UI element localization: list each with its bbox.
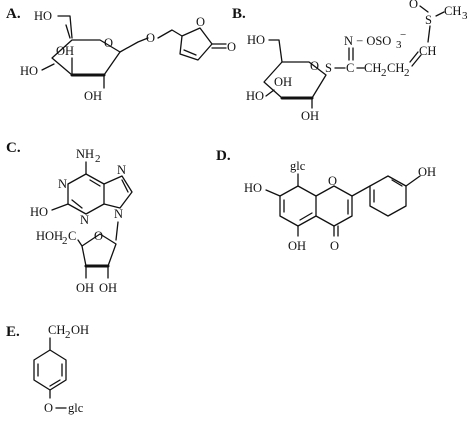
d-ho-bond xyxy=(265,189,281,197)
b-so-bond xyxy=(419,5,429,13)
d-ring-a-double xyxy=(283,199,313,221)
a-lactone-ring xyxy=(179,27,213,61)
e-benzene-double xyxy=(37,363,63,387)
b-ho-bond xyxy=(265,89,275,97)
c-n3: N xyxy=(80,213,89,227)
b-chain-ch2: CH xyxy=(387,61,404,75)
c-hoh2c-sub: 2 xyxy=(62,235,68,247)
a-lactone-double xyxy=(183,49,197,56)
structure-d: D. glc HO O O OH OH xyxy=(216,148,436,253)
d-ring-o: O xyxy=(328,174,337,188)
c-n9: N xyxy=(114,207,123,221)
b-s-top: S xyxy=(425,13,432,27)
b-oh-bottom: OH xyxy=(301,109,319,123)
structure-a: A. HO O OH HO OH O O O xyxy=(6,6,236,103)
c-hoh2c: HOH xyxy=(36,229,63,243)
b-chain-ch: CH xyxy=(364,61,381,75)
d-ring-a xyxy=(279,185,317,227)
d-carbonyl-bond xyxy=(333,225,339,237)
d-oh-right: OH xyxy=(418,165,436,179)
c-oh2: OH xyxy=(99,281,117,295)
b-c: C xyxy=(346,61,354,75)
b-ho-top: HO xyxy=(247,33,265,47)
b-so3-sub: 3 xyxy=(396,39,402,51)
e-benzene xyxy=(33,349,67,391)
b-oh-mid: OH xyxy=(274,75,292,89)
e-ch2oh: CH xyxy=(48,323,65,337)
c-sugar-link xyxy=(115,221,119,241)
d-oh-bottom: OH xyxy=(288,239,306,253)
label-a: A. xyxy=(6,6,21,22)
structure-b: B. HO O HO OH OH S C N − OSO 3 − CH 2 CH… xyxy=(232,0,468,123)
c-imidazole xyxy=(103,175,133,209)
d-ring-c xyxy=(315,185,353,227)
a-glyco-bond xyxy=(119,37,149,53)
structure-e: E. CH 2 OH O glc xyxy=(6,323,89,415)
b-ch3-sub: 3 xyxy=(462,10,468,22)
b-imine: N − OSO xyxy=(344,34,391,48)
d-oh-right-bond xyxy=(405,175,421,187)
a-ho-left: HO xyxy=(20,64,38,78)
label-c: C. xyxy=(6,140,21,156)
c-nh2-sub: 2 xyxy=(95,153,101,165)
e-o: O xyxy=(44,401,53,415)
b-ho-left: HO xyxy=(246,89,264,103)
c-ho: HO xyxy=(30,205,48,219)
e-ch2oh-sub: 2 xyxy=(65,329,71,341)
c-sugar-o: O xyxy=(94,229,103,243)
b-alkene-bond xyxy=(409,51,422,67)
c-oh1: OH xyxy=(76,281,94,295)
b-so3-sup: − xyxy=(400,29,406,41)
d-ring-b xyxy=(369,175,407,217)
b-ch3-bond xyxy=(435,11,445,17)
a-carbonyl-o: O xyxy=(227,40,236,54)
d-glc: glc xyxy=(290,159,306,173)
c-nh2: NH xyxy=(76,147,94,161)
d-ho-left: HO xyxy=(244,181,262,195)
c-n1: N xyxy=(58,177,67,191)
b-ch3: CH xyxy=(444,4,461,18)
structure-c: C. NH 2 N N N N HO O HOH 2 C OH OH xyxy=(6,140,133,295)
c-oh-bonds xyxy=(85,265,109,279)
label-e: E. xyxy=(6,324,20,340)
c-imidazole-double xyxy=(121,179,129,193)
a-ring-o: O xyxy=(104,36,113,50)
c-ho-bond xyxy=(51,203,69,211)
d-ring-link xyxy=(351,185,371,197)
a-oh-left: OH xyxy=(56,44,74,58)
d-ring-b-double xyxy=(373,179,403,203)
c-pyrimidine-double xyxy=(71,179,101,209)
c-ribose xyxy=(81,233,117,267)
d-carbonyl-o: O xyxy=(330,239,339,253)
a-ch2 xyxy=(57,15,73,39)
b-cn-double xyxy=(348,47,354,61)
a-link-ch2 xyxy=(157,29,183,39)
a-link-o: O xyxy=(146,31,155,45)
c-pyrimidine xyxy=(67,173,105,215)
a-oh-bottom: OH xyxy=(84,89,102,103)
b-chain-sub: 2 xyxy=(381,67,387,79)
a-carbonyl-bond xyxy=(211,43,227,49)
c-hoh2c-c: C xyxy=(68,229,76,243)
label-b: B. xyxy=(232,6,246,22)
b-ring-o: O xyxy=(310,59,319,73)
a-lactone-o: O xyxy=(196,15,205,29)
c-ch2-bond xyxy=(77,239,83,247)
b-s: S xyxy=(325,61,332,75)
b-ch-end: CH xyxy=(419,44,436,58)
a-ho-top: HO xyxy=(34,9,52,23)
e-ch2oh-oh: OH xyxy=(71,323,89,337)
b-chain2-sub: 2 xyxy=(404,67,410,79)
b-sulfinyl-o: O xyxy=(409,0,418,11)
a-ho-bond xyxy=(41,63,55,71)
e-glc: glc xyxy=(68,401,84,415)
label-d: D. xyxy=(216,148,231,164)
b-s-vertical xyxy=(427,25,431,43)
b-ch2 xyxy=(268,39,283,63)
c-n7: N xyxy=(117,163,126,177)
